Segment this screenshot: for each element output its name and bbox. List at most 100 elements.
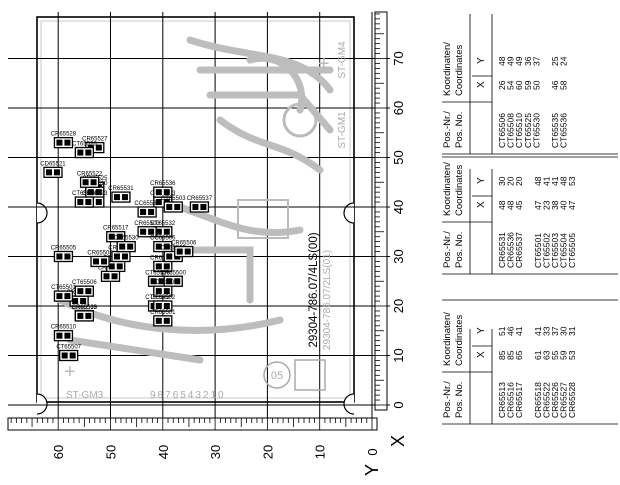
component-label: CT65501 [51,285,76,291]
component-pad [64,293,71,300]
table-cell-x: 50 [531,80,541,90]
x-ruler [374,11,388,411]
component-pad [85,312,92,319]
component-pad [163,243,170,250]
component-body [174,245,194,258]
table-cell-x: 65 [514,350,524,360]
component-pad [108,263,115,270]
table-cell-x: 48 [506,200,516,210]
table-header-x: X [476,201,487,208]
table-cell-pos: CT65510 [514,113,524,148]
board-label-gm3: ST-GM3 [66,390,104,401]
component-body [111,191,131,203]
table-cell-x: 55 [550,350,560,360]
table-cell-x: 59 [559,350,569,360]
board-part-number-shadow: 29304-786.07/2LS(01) [322,250,333,350]
table-cell-y: 49 [514,56,524,66]
component-body [74,285,94,297]
table-cell-pos: CT65530 [531,113,541,148]
component-label: CD65521 [40,161,66,167]
component-label: CR65500 [161,270,187,276]
component-pad [155,263,162,270]
component-pad [155,199,162,206]
component-body [189,201,210,213]
table-cell-pos: CR65513 [497,382,507,418]
component-body [163,275,183,287]
table-cell-pos: CT65535 [550,113,560,148]
table-cell-y: 48 [559,176,569,186]
component-label: CDR100 [151,280,175,286]
component-pad [140,208,147,215]
table-cell-y: 53 [567,176,577,186]
component-label: CR65508 [87,250,113,256]
component-pad [113,194,120,201]
x-tick-label: 60 [391,101,406,115]
y-tick-label: 20 [260,445,275,459]
component-label: CR65517 [103,226,129,232]
component-body [153,260,173,273]
y-tick-label: 30 [208,445,223,459]
component-pad [166,253,173,260]
component-pad [155,303,162,309]
table-cell-y: 31 [567,326,577,336]
component-pad [103,273,110,280]
component-label: CC65505 [161,246,187,252]
table-header-coord: Koordinaten/ [442,312,453,366]
component-label: CT65530 [114,236,139,242]
component-pad [77,149,84,156]
table-header-coord2: Coordinates [454,45,465,96]
component-pad [184,248,191,255]
component-body [90,255,110,268]
component-pad [163,303,170,309]
component-pad [113,253,120,260]
component-body [116,240,136,253]
component-label: CR65503 [134,221,160,227]
component-pad [163,288,170,295]
component-pad [166,204,173,210]
table-cell-pos: CR65537 [514,232,524,268]
component-pad [140,228,147,235]
x-tick-label: 10 [391,348,406,362]
component-pad [45,169,52,176]
table-cell-pos: CT65505 [567,233,577,268]
table-cell-x: 47 [533,200,543,210]
component-pad [64,139,71,146]
component-pad [174,278,181,285]
table-header-coord: Koordinaten/ [442,42,453,96]
board-notch [36,202,48,224]
table-cell-x: 48 [497,200,507,210]
copper-pad [237,199,289,239]
coordinate-tables: Pos.-Nr./Pos. No.Koordinaten/Coordinates… [442,14,618,425]
component-pad [163,189,170,196]
component-pad [200,204,207,210]
component-pad [95,199,102,206]
table-cell-x: 26 [497,80,507,90]
component-label: CR65513 [72,305,98,311]
y-tick-label: 50 [104,445,119,459]
table-header-pos2: Pos. No. [454,382,465,418]
table-cell-x: 85 [497,350,507,360]
table-cell-pos: CT65536 [559,113,569,148]
component-label: CT65502 [150,295,175,301]
board-part-number: 29304-786.07/4LS(00) [308,232,320,347]
table-cell-x: 23 [541,200,551,210]
component-pad [155,189,162,196]
component-body [53,290,74,302]
component-label: CT65504 [72,191,97,197]
component-pad [108,233,115,240]
component-pad [163,317,170,324]
component-pad [158,278,165,285]
table-cell-y: 20 [514,176,524,186]
table-cell-y: 36 [523,56,533,66]
table-cell-y: 25 [550,56,560,66]
table-cell-x: 38 [550,200,560,210]
component-body [153,240,173,253]
component-pad [90,179,97,186]
table-cell-pos: CR65522 [541,382,551,418]
component-pad [85,288,92,295]
table-cell-x: 54 [506,80,516,90]
component-label: CT65502 [145,295,170,301]
table-cell-y: 20 [506,176,516,186]
x-axis-label: X [388,435,408,447]
table-header-pos2: Pos. No. [454,112,465,148]
